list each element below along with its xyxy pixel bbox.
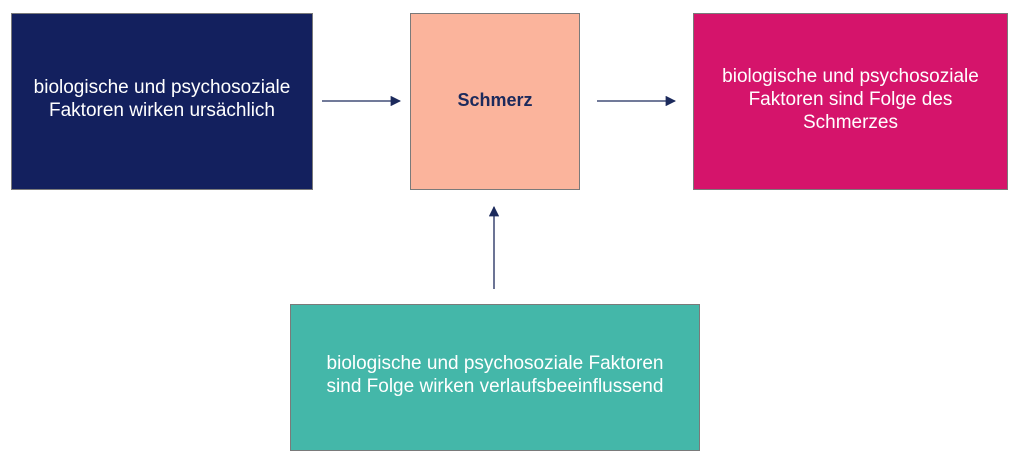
pain-box: Schmerz [410,13,580,190]
causal-factors-box: biologische und psychosoziale Faktoren w… [11,13,313,190]
consequence-factors-box: biologische und psychosoziale Faktoren s… [693,13,1008,190]
course-influencing-factors-box: biologische und psychosoziale Faktoren s… [290,304,700,451]
